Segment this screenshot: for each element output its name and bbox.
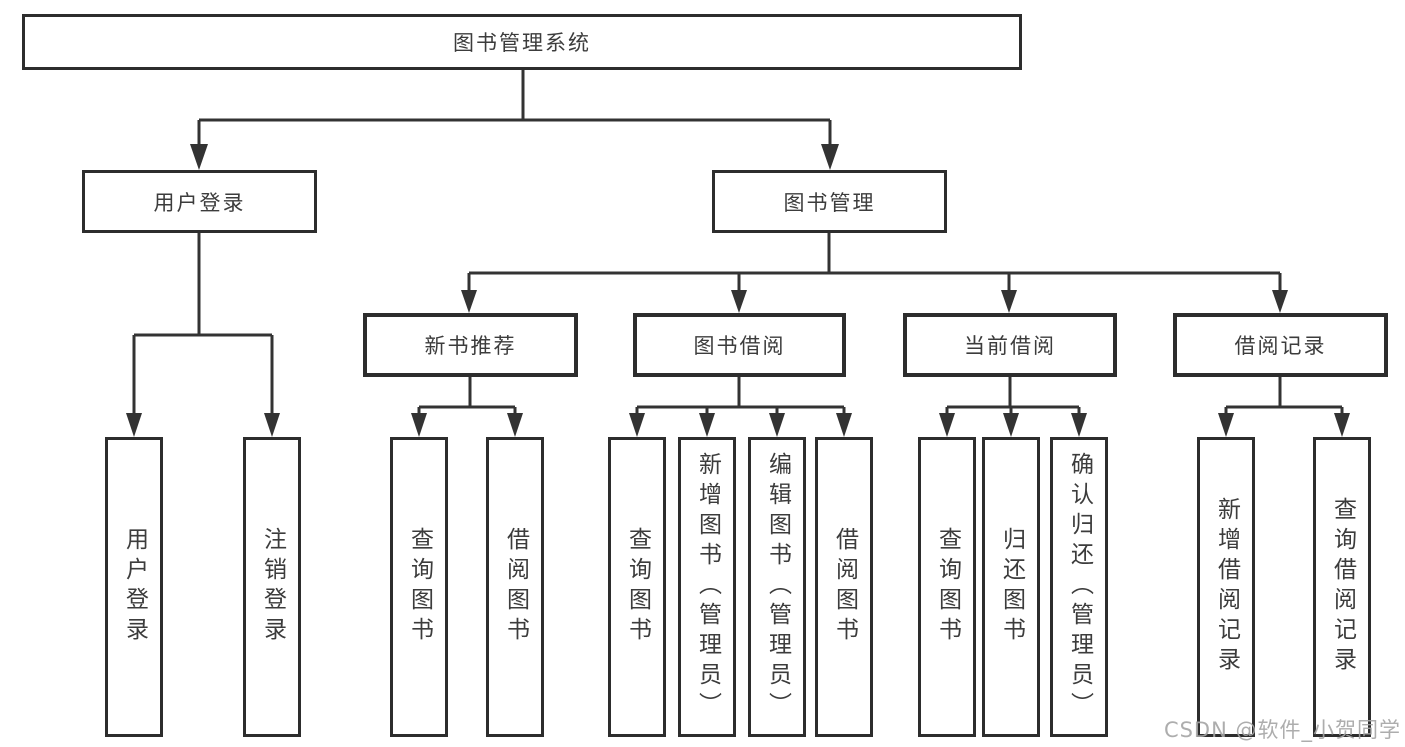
leaf-confirm-return-admin: 确认归还（管理员） bbox=[1050, 437, 1108, 737]
node-current-borrow: 当前借阅 bbox=[903, 313, 1117, 377]
node-book-management: 图书管理 bbox=[712, 170, 947, 233]
leaf-borrow-books-recommend: 借阅图书 bbox=[486, 437, 544, 737]
leaf-logout: 注销登录 bbox=[243, 437, 301, 737]
leaf-borrow-books: 借阅图书 bbox=[815, 437, 873, 737]
leaf-add-books-admin: 新增图书（管理员） bbox=[678, 437, 736, 737]
node-new-book-recommend: 新书推荐 bbox=[363, 313, 578, 377]
leaf-edit-books-admin: 编辑图书（管理员） bbox=[748, 437, 806, 737]
leaf-return-books: 归还图书 bbox=[982, 437, 1040, 737]
leaf-query-borrow-record: 查询借阅记录 bbox=[1313, 437, 1371, 737]
connector-strokes bbox=[132, 70, 1344, 416]
node-book-borrow: 图书借阅 bbox=[633, 313, 846, 377]
node-borrow-records: 借阅记录 bbox=[1173, 313, 1388, 377]
node-root: 图书管理系统 bbox=[22, 14, 1022, 70]
csdn-watermark: CSDN @软件_小贺同学 bbox=[1163, 718, 1401, 742]
leaf-query-books-recommend: 查询图书 bbox=[390, 437, 448, 737]
leaf-query-books-borrow: 查询图书 bbox=[608, 437, 666, 737]
arrowheads bbox=[126, 144, 1350, 437]
leaf-query-books-current: 查询图书 bbox=[918, 437, 976, 737]
leaf-add-borrow-record: 新增借阅记录 bbox=[1197, 437, 1255, 737]
leaf-user-login: 用户登录 bbox=[105, 437, 163, 737]
node-user-login: 用户登录 bbox=[82, 170, 317, 233]
